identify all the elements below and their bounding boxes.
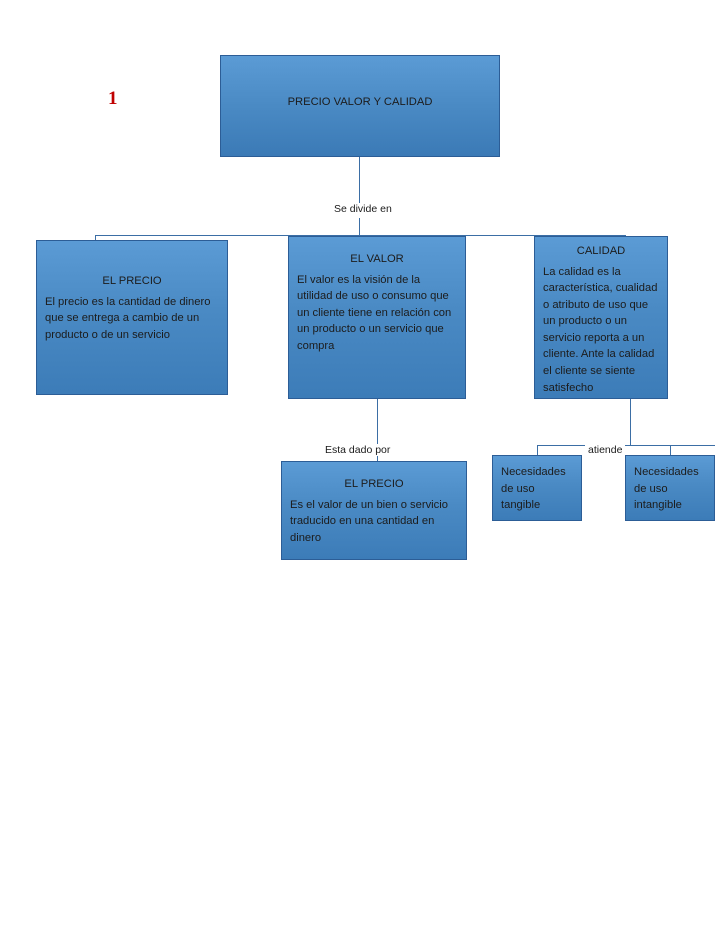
connector-valor-down-2 <box>377 455 378 461</box>
node-calidad[interactable]: CALIDAD La calidad es la característica,… <box>534 236 668 399</box>
connector-bus-level1 <box>95 235 625 236</box>
connector-valor-down <box>377 399 378 444</box>
connector-label-se-divide-en: Se divide en <box>331 203 395 215</box>
node-body: El valor es la visión de la utilidad de … <box>297 273 452 352</box>
connector-label-atiende: atiende <box>585 444 626 456</box>
node-title: EL PRECIO <box>102 275 162 287</box>
node-el-valor[interactable]: EL VALOR El valor es la visión de la uti… <box>288 236 466 399</box>
node-necesidades-uso-tangible[interactable]: Necesidades de uso tangible <box>492 455 582 521</box>
connector-drop-intangible <box>670 445 671 455</box>
node-el-precio[interactable]: EL PRECIO El precio es la cantidad de di… <box>36 240 228 395</box>
node-body: Es el valor de un bien o servicio traduc… <box>290 498 448 544</box>
page-number: 1 <box>108 88 118 109</box>
node-body: La calidad es la característica, cualida… <box>543 265 658 394</box>
connector-drop-tangible <box>537 445 538 455</box>
connector-root-vertical-bottom <box>359 218 360 236</box>
connector-calidad-down <box>630 399 631 445</box>
connector-drop-precio <box>95 235 96 240</box>
node-body: Necesidades de uso intangible <box>634 466 699 512</box>
node-body: El precio es la cantidad de dinero que s… <box>45 295 211 341</box>
connector-bus-necesidades <box>537 445 715 446</box>
node-title: EL PRECIO <box>344 478 404 490</box>
node-precio-valor-calidad[interactable]: PRECIO VALOR Y CALIDAD <box>220 55 500 157</box>
connector-root-vertical-top <box>359 157 360 203</box>
node-title: PRECIO VALOR Y CALIDAD <box>287 96 433 108</box>
node-el-precio-detalle[interactable]: EL PRECIO Es el valor de un bien o servi… <box>281 461 467 560</box>
connector-drop-calidad <box>625 235 626 236</box>
node-body: Necesidades de uso tangible <box>501 466 566 512</box>
node-title: CALIDAD <box>576 245 626 257</box>
node-necesidades-uso-intangible[interactable]: Necesidades de uso intangible <box>625 455 715 521</box>
node-title: EL VALOR <box>350 253 404 265</box>
connector-label-esta-dado-por: Esta dado por <box>322 444 394 456</box>
